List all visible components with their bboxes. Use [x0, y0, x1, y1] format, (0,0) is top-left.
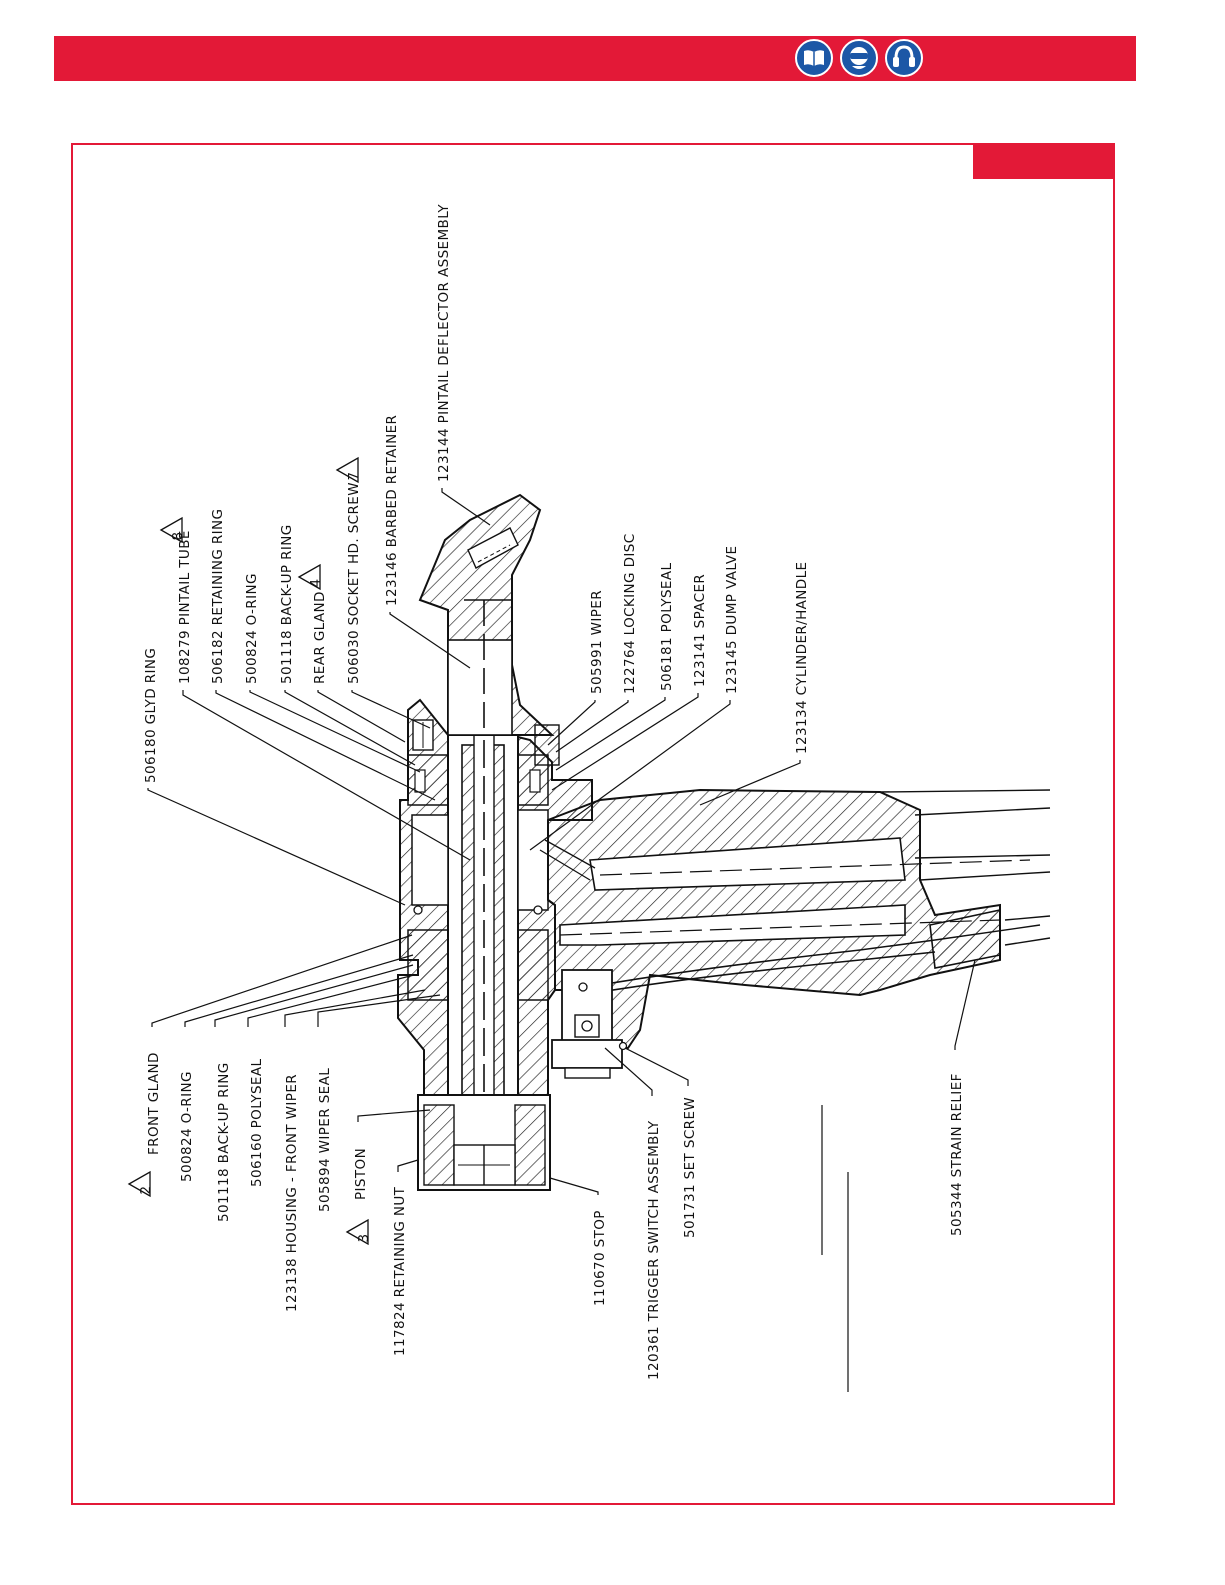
label-dump-valve: 123145 DUMP VALVE [724, 546, 740, 694]
label-pintail-deflector-assembly: 123144 PINTAIL DEFLECTOR ASSEMBLY [436, 204, 452, 482]
label-retaining-ring: 506182 RETAINING RING [210, 509, 226, 684]
label-cylinder-handle: 123134 CYLINDER/HANDLE [794, 562, 810, 754]
label-pintail-tube: 108279 PINTAIL TUBE [177, 530, 193, 684]
pintail-deflector [412, 493, 560, 766]
cylinder-handle [539, 788, 1041, 1049]
header-bar [54, 36, 1136, 81]
retaining-nut-stop [417, 1094, 551, 1191]
label-retaining-nut: 117824 RETAINING NUT [392, 1186, 408, 1356]
label-front-gland: FRONT GLAND [146, 1052, 162, 1155]
label-oring-front: 500824 O-RING [179, 1071, 195, 1182]
ear-protection-icon [885, 39, 923, 77]
label-wiper: 505991 WIPER [589, 590, 605, 694]
trigger-switch [551, 969, 628, 1079]
note-7: 7 [346, 472, 362, 481]
label-socket-hd-screw: 506030 SOCKET HD. SCREW [346, 482, 362, 684]
label-spacer: 123141 SPACER [692, 574, 708, 687]
label-backup-ring-rear: 501118 BACK-UP RING [279, 524, 295, 684]
label-trigger-switch-assembly: 120361 TRIGGER SWITCH ASSEMBLY [646, 1120, 662, 1380]
note-numbers: 2 3 8 4 7 [138, 472, 372, 1243]
note-triangles [127, 456, 369, 1246]
note-8: 8 [170, 532, 186, 541]
diagram-frame [71, 143, 1115, 1505]
label-wiper-seal: 505894 WIPER SEAL [317, 1068, 333, 1212]
label-stop: 110670 STOP [592, 1210, 608, 1306]
safety-glasses-icon [840, 39, 878, 77]
label-locking-disc: 122764 LOCKING DISC [622, 533, 638, 694]
corner-tab [973, 145, 1113, 179]
label-barbed-retainer: 123146 BARBED RETAINER [384, 415, 400, 606]
label-glyd-ring: 506180 GLYD RING [143, 648, 159, 783]
label-housing-front-wiper: 123138 HOUSING - FRONT WIPER [284, 1074, 300, 1312]
label-polyseal-front: 506160 POLYSEAL [249, 1058, 265, 1187]
note-4: 4 [308, 579, 324, 588]
hoses [879, 789, 1051, 946]
manual-book-icon [795, 39, 833, 77]
label-oring-rear: 500824 O-RING [244, 573, 260, 684]
leader-lines [147, 488, 976, 1195]
label-piston: PISTON [353, 1148, 369, 1200]
label-backup-ring-front: 501118 BACK-UP RING [216, 1062, 232, 1222]
note-3: 3 [356, 1234, 372, 1243]
note-2: 2 [138, 1186, 154, 1195]
label-rear-gland: REAR GLAND [312, 591, 328, 684]
label-polyseal-rear: 506181 POLYSEAL [659, 562, 675, 691]
label-set-screw: 501731 SET SCREW [682, 1097, 698, 1238]
label-strain-relief: 505344 STRAIN RELIEF [949, 1073, 965, 1236]
